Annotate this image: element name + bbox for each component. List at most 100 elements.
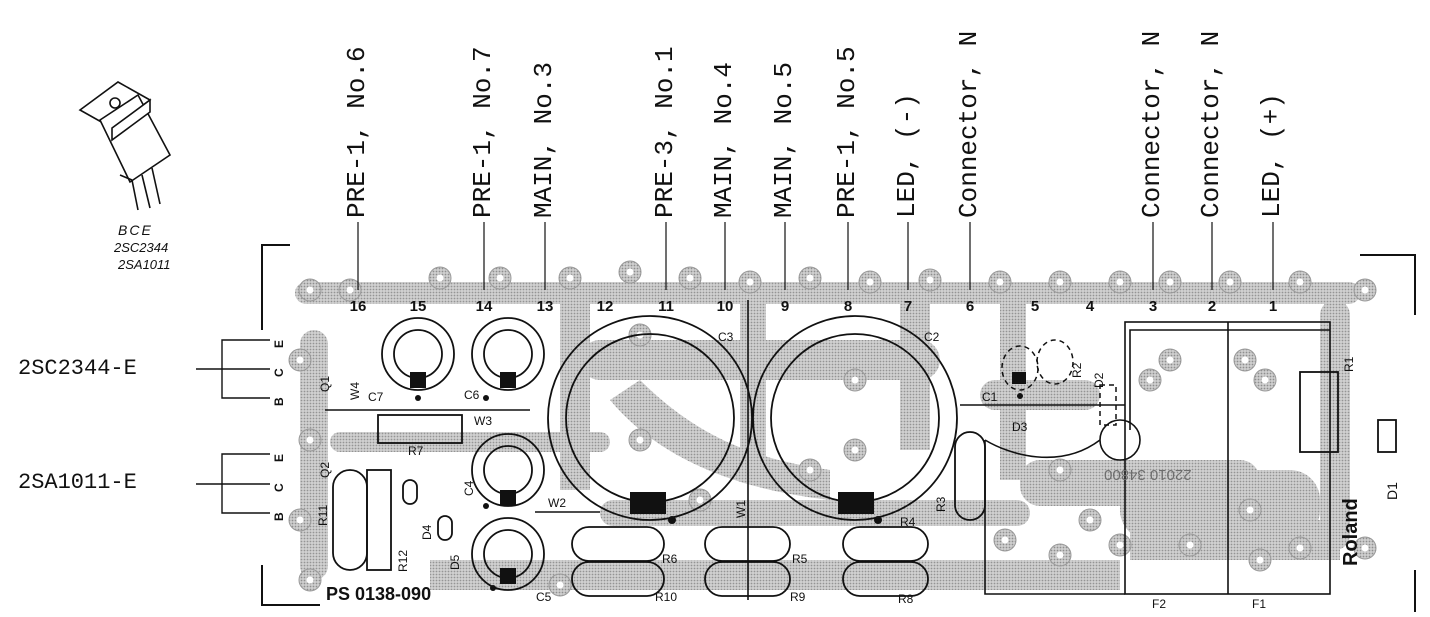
transistor-label-2sa1011e: 2SA1011-E bbox=[18, 470, 137, 495]
capacitor-c3-polarity-mark bbox=[630, 492, 666, 514]
label-q2: Q2 bbox=[318, 461, 332, 478]
label-c7: C7 bbox=[368, 390, 384, 404]
pin-number-11: 11 bbox=[658, 298, 674, 315]
solder-pad-hole bbox=[866, 278, 874, 286]
label-r7: R7 bbox=[408, 444, 424, 458]
pin-number-3: 3 bbox=[1148, 298, 1158, 315]
icon-part-2sa1011: 2SA1011 bbox=[118, 257, 171, 272]
solder-pad-hole bbox=[566, 274, 574, 282]
solder-pad-hole bbox=[1296, 278, 1304, 286]
label-r4: R4 bbox=[900, 515, 916, 529]
solder-pad-hole bbox=[746, 278, 754, 286]
to220-transistor-drawing bbox=[78, 81, 172, 211]
connection-label-3: Connector, N bbox=[1137, 30, 1167, 218]
solder-pad-hole bbox=[1361, 286, 1369, 294]
icon-part-2sc2344: 2SC2344 bbox=[114, 240, 169, 255]
mirrored-board-code: 22010 34800 bbox=[1104, 466, 1192, 483]
solder-pad-hole bbox=[1056, 278, 1064, 286]
solder-pad-hole bbox=[1186, 541, 1194, 549]
label-c5: C5 bbox=[536, 590, 552, 604]
solder-pad-hole bbox=[1001, 536, 1009, 544]
label-w4: W4 bbox=[348, 382, 362, 400]
pin-number-6: 6 bbox=[965, 298, 975, 315]
transistor-bracket-lines bbox=[196, 339, 600, 514]
solder-pad-hole bbox=[1261, 376, 1269, 384]
label-r9: R9 bbox=[790, 590, 806, 604]
label-c6: C6 bbox=[464, 388, 480, 402]
transistor-label-2sc2344e: 2SC2344-E bbox=[18, 356, 137, 381]
solder-pad-hole bbox=[1116, 278, 1124, 286]
label-r10: R10 bbox=[655, 590, 678, 604]
pin-number-15: 15 bbox=[409, 298, 427, 315]
solder-pad-hole bbox=[926, 276, 934, 284]
pin-number-16: 16 bbox=[349, 298, 367, 315]
label-f2: F2 bbox=[1152, 597, 1167, 611]
solder-pad-hole bbox=[306, 436, 314, 444]
icon-pin-order: BCE bbox=[118, 222, 153, 238]
solder-pad-hole bbox=[1246, 506, 1254, 514]
label-d1: D1 bbox=[1384, 482, 1400, 500]
component-outlines bbox=[747, 300, 1331, 600]
solder-pad-hole bbox=[1256, 556, 1264, 564]
solder-pad-hole bbox=[851, 446, 859, 454]
connection-label-11: PRE-3, No.1 bbox=[650, 46, 680, 218]
solder-pad-hole bbox=[1296, 544, 1304, 552]
pin-number-14: 14 bbox=[475, 298, 493, 315]
label-c2: C2 bbox=[924, 330, 940, 344]
solder-pad-hole bbox=[1146, 376, 1154, 384]
frame-brackets bbox=[261, 244, 1416, 612]
solder-pad-hole bbox=[296, 516, 304, 524]
label-w1: W1 bbox=[734, 500, 748, 518]
connection-label-7: LED, (-) bbox=[892, 93, 922, 218]
label-q1: Q1 bbox=[318, 375, 332, 392]
pin-number-9: 9 bbox=[780, 298, 790, 315]
label-w3: W3 bbox=[474, 414, 492, 428]
pin-number-2: 2 bbox=[1207, 298, 1217, 315]
label-f1: F1 bbox=[1252, 597, 1267, 611]
pin-number-8: 8 bbox=[843, 298, 853, 315]
solder-pad-hole bbox=[806, 274, 814, 282]
board-part-number: PS 0138-090 bbox=[326, 584, 432, 604]
solder-pad-hole bbox=[1116, 541, 1124, 549]
pin-number-13: 13 bbox=[536, 298, 554, 315]
pin-number-10: 10 bbox=[716, 298, 734, 315]
label-r3: R3 bbox=[934, 496, 948, 512]
pin-number-1: 1 bbox=[1268, 298, 1278, 315]
solder-pad-hole bbox=[636, 436, 644, 444]
solder-pad-hole bbox=[496, 274, 504, 282]
solder-pad-hole bbox=[851, 376, 859, 384]
connection-label-6: Connector, N bbox=[954, 30, 984, 218]
solder-pad-hole bbox=[556, 581, 564, 589]
label-d4: D4 bbox=[420, 524, 434, 540]
solder-pad-hole bbox=[306, 576, 314, 584]
solder-pad-hole bbox=[806, 466, 814, 474]
q2-pin-b: B bbox=[272, 512, 286, 521]
label-r5: R5 bbox=[792, 552, 808, 566]
label-r8: R8 bbox=[898, 592, 914, 606]
resistor-outlines bbox=[332, 371, 1397, 597]
q1-pin-c: C bbox=[272, 368, 286, 377]
connection-label-8: PRE-1, No.5 bbox=[832, 46, 862, 218]
solder-pad-hole bbox=[296, 356, 304, 364]
q1-pin-e: E bbox=[272, 339, 286, 348]
solder-pad-hole bbox=[1226, 278, 1234, 286]
pin-lead-lines bbox=[357, 222, 1274, 290]
label-r1: R1 bbox=[1342, 356, 1356, 372]
label-r2: R2 bbox=[1070, 362, 1084, 378]
q2-pin-e: E bbox=[272, 453, 286, 462]
dashed-parts bbox=[1001, 339, 1117, 426]
connection-label-14: PRE-1, No.7 bbox=[468, 46, 498, 218]
label-c4: C4 bbox=[462, 480, 476, 496]
solder-pad-hole bbox=[1056, 466, 1064, 474]
label-r11: R11 bbox=[316, 504, 330, 526]
connection-label-16: PRE-1, No.6 bbox=[342, 46, 372, 218]
label-w2: W2 bbox=[548, 496, 566, 510]
pin-number-7: 7 bbox=[903, 298, 913, 315]
label-c3: C3 bbox=[718, 330, 734, 344]
brand-roland: Roland bbox=[1340, 498, 1362, 566]
solder-pad-hole bbox=[346, 286, 354, 294]
solder-pad-hole bbox=[626, 268, 634, 276]
label-d2: D2 bbox=[1092, 372, 1106, 388]
solder-pad-hole bbox=[306, 286, 314, 294]
